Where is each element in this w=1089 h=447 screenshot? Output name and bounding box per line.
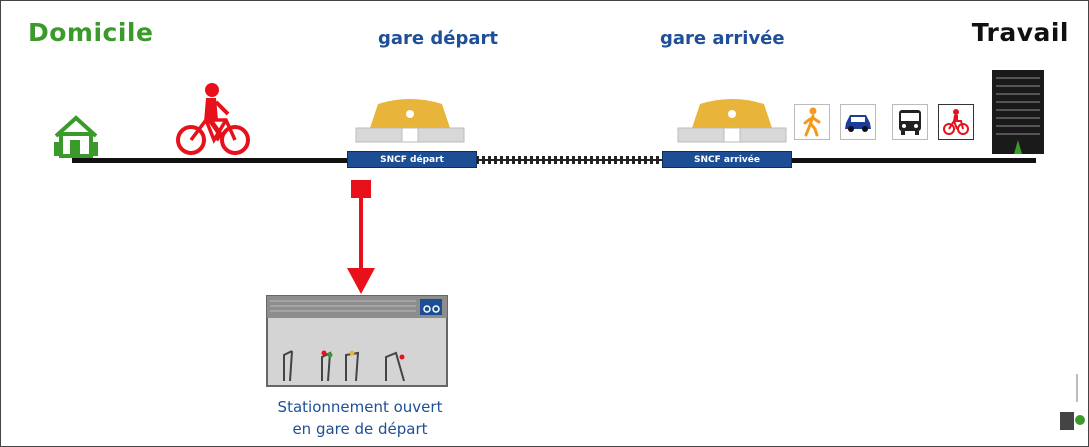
label-departure-station: gare départ — [378, 28, 498, 49]
label-home: Domicile — [28, 18, 154, 47]
rail-track — [476, 156, 662, 164]
arrival-station-building-icon — [677, 99, 787, 143]
label-arrival-station: gare arrivée — [660, 28, 785, 49]
sncf-arrival-bar: SNCF arrivée — [662, 151, 792, 168]
car-icon — [840, 104, 876, 140]
route-line-work — [790, 158, 1036, 163]
bus-icon — [892, 104, 928, 140]
parking-caption-line1: Stationnement ouvert — [277, 398, 443, 416]
route-line-home — [72, 158, 348, 163]
bike-parking-icon — [266, 295, 448, 387]
label-work: Travail — [971, 18, 1069, 47]
parking-caption: Stationnement ouvert en gare de départ — [236, 396, 484, 440]
cyclist-icon — [176, 83, 250, 155]
pedestrian-icon — [794, 104, 830, 140]
down-arrow-icon — [347, 180, 375, 294]
parking-caption-line2: en gare de départ — [292, 420, 428, 438]
logo-icon — [1060, 374, 1085, 430]
house-icon — [54, 115, 98, 158]
bicycle-mode-icon — [938, 104, 974, 140]
departure-station-building-icon — [355, 99, 465, 143]
office-building-icon — [992, 70, 1044, 154]
sncf-departure-bar: SNCF départ — [347, 151, 477, 168]
